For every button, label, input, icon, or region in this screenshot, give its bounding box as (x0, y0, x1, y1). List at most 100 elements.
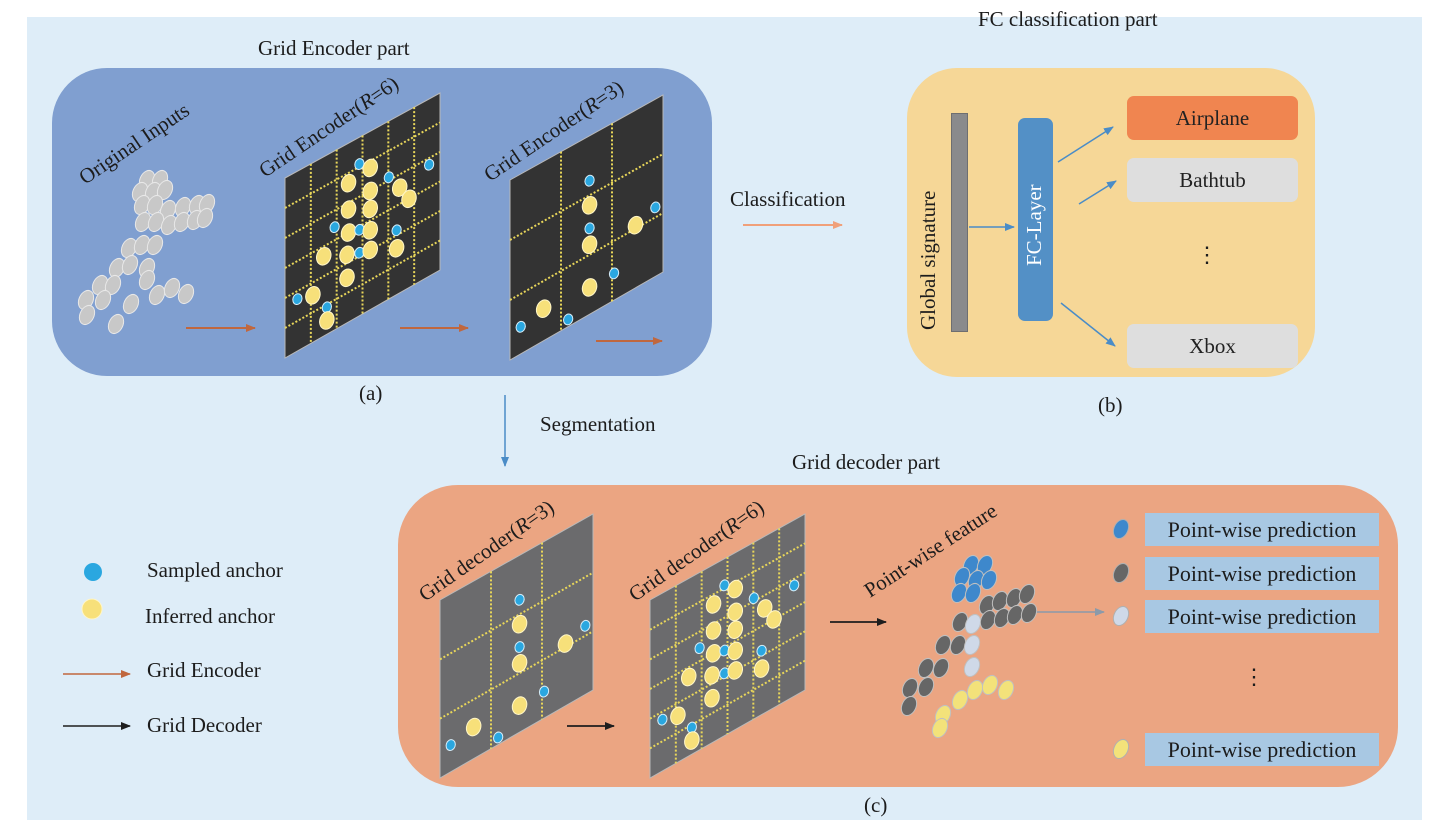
decoder-caption: (c) (864, 793, 888, 817)
class-box-airplane: Airplane (1127, 96, 1298, 140)
feature-point-yellow (981, 674, 999, 696)
legend-grid-decoder-label: Grid Decoder (147, 713, 262, 737)
grid-line-horizontal (649, 659, 806, 750)
enc6-inferred-anchor (388, 238, 405, 258)
feature-point-blue (964, 582, 982, 604)
dec3-sampled-anchor (514, 641, 525, 653)
input-point (163, 277, 181, 299)
prediction-label-3: Point-wise prediction (1145, 600, 1379, 633)
class-box-xbox: Xbox (1127, 324, 1298, 368)
input-point (107, 313, 125, 335)
dec6-sampled-anchor (748, 592, 759, 605)
sampled-anchor-icon (84, 563, 102, 581)
enc3-inferred-anchor (581, 235, 598, 255)
enc6-inferred-anchor (319, 311, 335, 330)
dec6-inferred-anchor (680, 667, 697, 687)
dec3-sampled-anchor (514, 593, 525, 606)
enc3-inferred-anchor (627, 215, 644, 235)
dec3-inferred-anchor (557, 634, 574, 653)
enc6-sampled-anchor (329, 221, 340, 234)
enc6-inferred-anchor (362, 199, 379, 219)
grid-line-horizontal (509, 212, 664, 301)
enc6-inferred-anchor (362, 220, 379, 240)
dec6-inferred-anchor (705, 644, 722, 663)
feature-point-gray (932, 657, 950, 679)
grid-line-horizontal (284, 239, 441, 329)
dec6-inferred-anchor (756, 599, 773, 618)
input-point (148, 284, 166, 306)
dec6-inferred-anchor (727, 579, 744, 599)
feature-point-gray (917, 676, 935, 698)
grid-line-horizontal (439, 630, 594, 720)
prediction-color-icon-3 (1112, 605, 1130, 627)
input-point (94, 289, 112, 311)
enc6-sampled-anchor (292, 293, 303, 306)
fc-title: FC classification part (978, 7, 1158, 31)
feature-point-gray (991, 590, 1009, 612)
feature-point-gray (901, 677, 919, 699)
dec3-inferred-anchor (511, 614, 528, 634)
feature-point-gray (917, 657, 935, 679)
prediction-color-icon-4 (1112, 738, 1130, 760)
prediction-ellipsis: ⋮ (1243, 664, 1265, 689)
input-point (177, 283, 195, 305)
input-point (77, 289, 95, 311)
enc6-sampled-anchor (424, 158, 435, 171)
fc-layer-block (1018, 118, 1053, 321)
enc6-inferred-anchor (362, 240, 379, 260)
dec6-inferred-anchor (704, 666, 720, 685)
segmentation-arrow-label: Segmentation (540, 412, 656, 436)
legend-sampled-anchor-label: Sampled anchor (147, 558, 283, 582)
enc3-sampled-anchor (650, 201, 661, 214)
enc3-sampled-anchor (515, 320, 526, 333)
class-ellipsis: ⋮ (1196, 242, 1218, 267)
feature-point-yellow (966, 679, 984, 701)
feature-point-blue (980, 569, 998, 591)
fc-to-bathtub-arrow (1078, 180, 1117, 205)
dec6-inferred-anchor (705, 595, 722, 614)
input-point (196, 207, 214, 229)
dec6-inferred-anchor (705, 621, 722, 640)
encoder-title: Grid Encoder part (258, 36, 410, 60)
enc3-sampled-anchor (584, 222, 595, 235)
enc6-inferred-anchor (391, 178, 408, 197)
input-point (78, 304, 96, 326)
grid-line-horizontal (284, 151, 441, 239)
input-point (138, 269, 156, 291)
enc6-inferred-anchor (315, 246, 332, 266)
enc6-inferred-anchor (362, 181, 379, 201)
global-signature-bar (951, 113, 968, 332)
feature-point-yellow (997, 679, 1015, 701)
prediction-color-icon-2 (1112, 562, 1130, 584)
feature-point-yellow (951, 689, 969, 711)
enc6-inferred-anchor (340, 200, 357, 219)
enc6-sampled-anchor (391, 224, 402, 237)
feature-point-light (963, 634, 981, 656)
prediction-label-4: Point-wise prediction (1145, 733, 1379, 766)
dec3-inferred-anchor (511, 696, 528, 715)
dec6-inferred-anchor (766, 610, 782, 629)
dec3-sampled-anchor (445, 739, 456, 751)
dec6-sampled-anchor (657, 713, 668, 726)
dec6-inferred-anchor (670, 706, 686, 726)
feature-point-light (964, 613, 982, 635)
dec6-inferred-anchor (727, 602, 744, 622)
class-box-bathtub: Bathtub (1127, 158, 1298, 202)
input-point (121, 254, 139, 276)
dec3-sampled-anchor (538, 685, 550, 698)
enc6-inferred-anchor (362, 158, 379, 178)
legend-inferred-anchor-label: Inferred anchor (145, 604, 275, 628)
dec3-inferred-anchor (511, 654, 528, 673)
input-point (146, 234, 164, 256)
feature-point-yellow (931, 717, 949, 739)
dec6-inferred-anchor (727, 661, 744, 680)
fc-caption: (b) (1098, 393, 1123, 417)
enc6-inferred-anchor (401, 189, 417, 209)
feature-point-gray (934, 634, 952, 656)
dec6-inferred-anchor (727, 620, 744, 640)
dec3-inferred-anchor (465, 717, 482, 737)
grid-line-horizontal (439, 571, 594, 661)
feature-point-gray (1020, 602, 1038, 624)
enc6-inferred-anchor (340, 173, 357, 193)
enc6-inferred-anchor (339, 245, 355, 265)
